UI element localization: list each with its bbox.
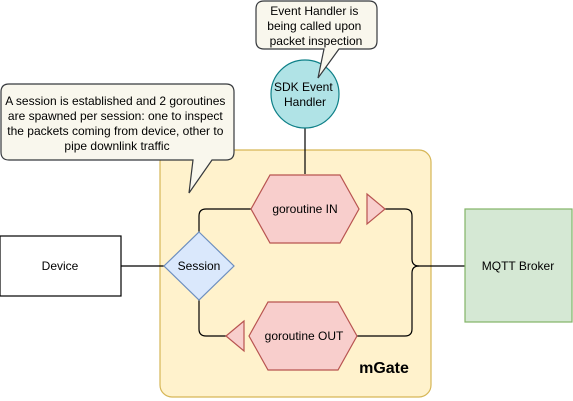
session-callout-line-2: are spawned per session: one to inspect — [8, 109, 223, 123]
goroutine-out-arrow — [225, 319, 245, 353]
sdk-event-handler-circle — [270, 59, 340, 129]
connectors — [121, 128, 465, 337]
edge-session-goroutine-in — [198, 208, 251, 232]
mqtt-broker-label: MQTT Broker — [482, 259, 554, 273]
session-callout-text: A session is established and 2 goroutine… — [5, 94, 229, 153]
goroutine-in-label: goroutine IN — [272, 202, 337, 216]
sdk-event-handler-label: SDK Event Handler — [274, 80, 336, 109]
device-box — [0, 235, 122, 297]
mgate-label: mGate — [359, 360, 409, 377]
device-label: Device — [42, 259, 79, 273]
event-callout-line-3: packet inspection — [270, 34, 363, 48]
edge-session-goroutine-out — [198, 300, 229, 337]
goroutine-out-hexagon — [248, 301, 358, 371]
goroutine-out-label: goroutine OUT — [265, 329, 344, 343]
event-handler-callout-text: Event Handler is being called upon packe… — [267, 4, 364, 48]
session-callout-line-1: A session is established and 2 goroutine… — [5, 94, 225, 108]
mqtt-broker-box — [464, 208, 573, 323]
sdk-label-line-2: Handler — [284, 95, 326, 109]
goroutine-in-hexagon — [250, 174, 360, 244]
session-callout-line-4: pipe downlink traffic — [64, 139, 169, 153]
sdk-label-line-1: SDK Event — [274, 80, 333, 94]
goroutine-in-arrow — [366, 192, 386, 226]
edge-goroutine-out-bracket — [357, 265, 420, 337]
edge-goroutine-in-bracket — [385, 208, 420, 267]
session-callout — [0, 83, 235, 194]
event-handler-callout — [255, 0, 378, 79]
event-callout-line-1: Event Handler is — [270, 4, 358, 18]
session-label: Session — [178, 259, 221, 273]
event-callout-line-2: being called upon — [267, 19, 361, 33]
session-callout-line-3: the packets coming from device, other to — [7, 124, 223, 138]
session-diamond — [163, 231, 235, 301]
